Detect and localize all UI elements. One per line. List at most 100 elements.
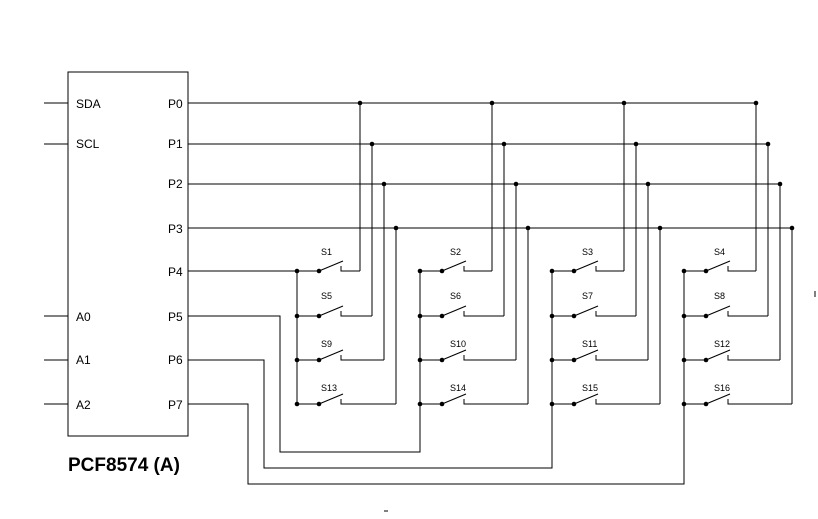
switch-contact-s4 [727,266,756,272]
junction-col3-r2 [549,357,555,363]
chip-title: PCF8574 (A) [68,455,180,476]
switch-label-s14: S14 [450,383,466,393]
pin-label-a2: A2 [76,398,91,412]
switch-label-s3: S3 [582,247,593,257]
switch-contact-s13 [340,399,396,405]
switch-label-s12: S12 [714,339,730,349]
wire-layer [44,102,816,512]
switch-blade-s12 [705,349,731,361]
switch-label-s4: S4 [714,247,725,257]
switch-contact-s11 [595,355,648,361]
junction-row3-g3 [657,225,663,231]
switch-contact-s15 [595,399,660,405]
junction-row1-g1 [369,141,375,147]
switch-blade-s14 [441,393,467,405]
switch-pivot-s6 [439,313,445,319]
switch-blade-s15 [573,393,599,405]
pin-label-p6: P6 [168,353,183,367]
junction-col1-r3 [294,401,300,407]
pin-label-p7: P7 [168,398,183,412]
pin-label-p2: P2 [168,177,183,191]
switch-contact-s2 [463,266,492,272]
switch-label-s13: S13 [321,383,337,393]
junction-col4-r3 [681,401,687,407]
chip-body [67,71,189,437]
switch-pivot-s16 [703,401,709,407]
switch-blade-s4 [705,260,731,272]
junction-col4-r2 [681,357,687,363]
pin-label-sda: SDA [76,97,101,111]
junction-col2-r2 [417,357,423,363]
bus-p5 [188,315,421,453]
switch-contact-s14 [463,399,528,405]
switch-blade-s8 [705,305,731,317]
switch-contact-s12 [727,355,780,361]
junction-col2-r0 [417,268,423,274]
junction-row2-g4 [777,181,783,187]
junction-row1-g2 [501,141,507,147]
switch-blade-s3 [573,260,599,272]
junction-row2-g3 [645,181,651,187]
junction-row2-g2 [513,181,519,187]
switch-contact-s8 [727,311,768,317]
switch-label-s6: S6 [450,291,461,301]
switch-blade-s13 [318,393,344,405]
switch-pivot-s15 [571,401,577,407]
switch-blade-s10 [441,349,467,361]
pin-label-a0: A0 [76,310,91,324]
pin-label-p5: P5 [168,310,183,324]
switch-label-s5: S5 [321,291,332,301]
switch-pivot-s12 [703,357,709,363]
junction-col3-r3 [549,401,555,407]
junction-col2-r3 [417,401,423,407]
bus-p7 [188,403,685,485]
switch-label-s16: S16 [714,383,730,393]
switch-pivot-s1 [316,268,322,274]
pin-label-scl: SCL [76,137,100,151]
junction-row0-g4 [753,100,759,106]
switch-label-s8: S8 [714,291,725,301]
pin-label-a1: A1 [76,353,91,367]
junction-col4-r1 [681,313,687,319]
switch-pivot-s4 [703,268,709,274]
switch-contact-s6 [463,311,504,317]
switch-pivot-s7 [571,313,577,319]
junction-row3-g2 [525,225,531,231]
switch-contact-s3 [595,266,624,272]
junction-row1-g3 [633,141,639,147]
junction-row0-g1 [357,100,363,106]
switch-blade-s16 [705,393,731,405]
switch-contact-s1 [340,266,360,272]
junction-row2-g1 [381,181,387,187]
junction-layer [294,100,795,407]
pin-label-p3: P3 [168,222,183,236]
switch-pivot-s2 [439,268,445,274]
switch-contact-s10 [463,355,516,361]
switch-label-s10: S10 [450,339,466,349]
junction-col1-r1 [294,313,300,319]
junction-col1-r0 [294,268,300,274]
junction-col2-r1 [417,313,423,319]
junction-col4-r0 [681,268,687,274]
junction-row3-g4 [789,225,795,231]
pin-label-p1: P1 [168,137,183,151]
switch-contact-s5 [340,311,372,317]
switch-pivot-s13 [316,401,322,407]
junction-col1-r2 [294,357,300,363]
switch-label-s9: S9 [321,339,332,349]
switch-label-s1: S1 [321,247,332,257]
switch-contact-s9 [340,355,384,361]
switch-pivot-s14 [439,401,445,407]
switch-label-s15: S15 [582,383,598,393]
switch-contact-s16 [727,399,792,405]
switch-blade-s9 [318,349,344,361]
junction-col3-r1 [549,313,555,319]
junction-row3-g1 [393,225,399,231]
switch-blade-s2 [441,260,467,272]
switch-blade-s6 [441,305,467,317]
pin-label-p0: P0 [168,97,183,111]
switch-pivot-s11 [571,357,577,363]
switch-pivot-s3 [571,268,577,274]
junction-row1-g4 [765,141,771,147]
